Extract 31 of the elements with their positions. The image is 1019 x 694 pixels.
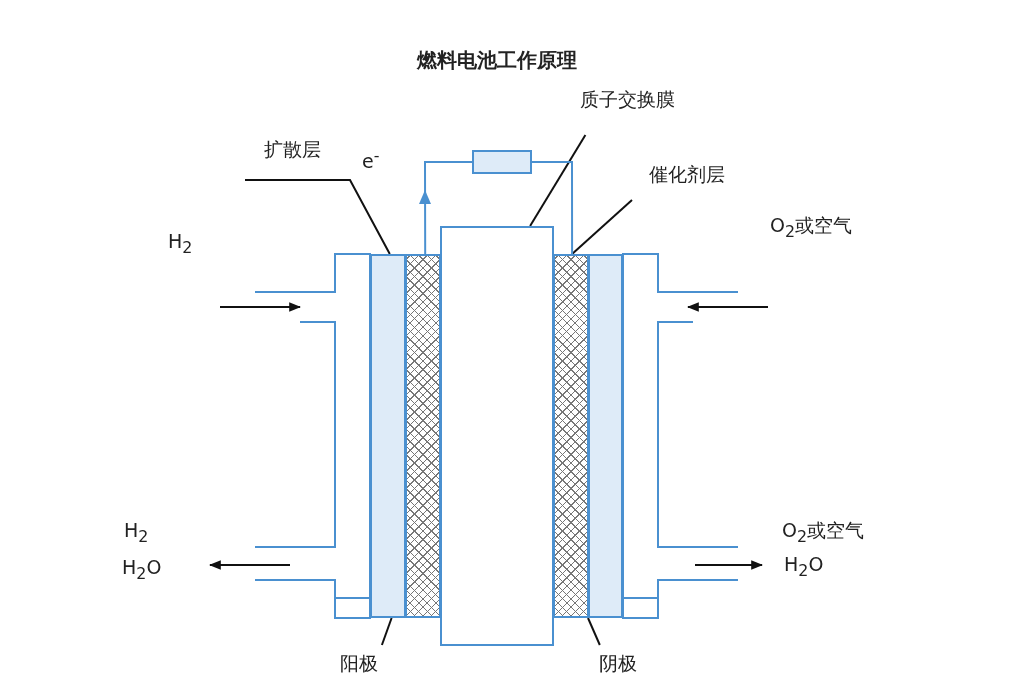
electrode-label: 阴极 bbox=[592, 645, 644, 675]
leader-line bbox=[571, 199, 633, 255]
leader-line bbox=[244, 179, 391, 255]
wire bbox=[531, 161, 574, 255]
flow-arrow bbox=[694, 560, 764, 570]
layer-label: 扩散层 bbox=[245, 138, 340, 180]
catalyst-layer bbox=[405, 254, 441, 618]
flow-arrow bbox=[219, 302, 302, 312]
layer-label: 催化剂层 bbox=[632, 163, 742, 200]
gas-label: H$_{2}$O bbox=[784, 553, 824, 580]
gas-label: O$_{2}$或空气 bbox=[770, 214, 853, 241]
resistor-box bbox=[472, 150, 532, 174]
electrode-label: 阳极 bbox=[333, 645, 385, 675]
gas-label: H$_{2}$O bbox=[122, 556, 162, 583]
flow-arrow bbox=[208, 560, 291, 570]
current-arrow bbox=[419, 161, 473, 255]
gas-label: H$_{2}$ bbox=[124, 519, 149, 546]
gas-label: O$_{2}$或空气 bbox=[782, 519, 865, 546]
flow-plate bbox=[622, 254, 738, 618]
leader-line bbox=[587, 617, 601, 646]
catalyst-layer bbox=[553, 254, 589, 618]
diffusion-layer bbox=[588, 254, 623, 618]
gas-label: H$_{2}$ bbox=[168, 230, 193, 257]
diffusion-layer bbox=[370, 254, 406, 618]
flow-arrow bbox=[686, 302, 769, 312]
title: 燃料电池工作原理 bbox=[415, 48, 578, 72]
leader-line bbox=[380, 617, 393, 646]
leader-line bbox=[529, 134, 587, 227]
layer-label: 质子交换膜 bbox=[562, 88, 692, 135]
flow-plate bbox=[255, 254, 370, 618]
membrane-box bbox=[440, 226, 554, 646]
